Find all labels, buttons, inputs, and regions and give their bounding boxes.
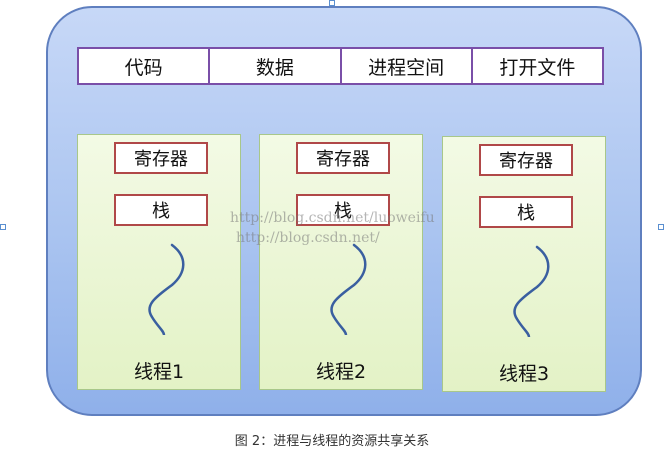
resize-handle-right[interactable] — [658, 224, 664, 230]
thread-2-squiggle-icon — [330, 243, 367, 335]
shared-resource-data: 数据 — [210, 49, 342, 83]
shared-resources-row: 代码 数据 进程空间 打开文件 — [77, 47, 604, 85]
shared-resource-open-files: 打开文件 — [499, 56, 576, 79]
thread-2-register: 寄存器 — [296, 142, 390, 174]
thread-1-label: 线程1 — [133, 361, 185, 383]
thread-3-register: 寄存器 — [479, 144, 573, 176]
figure-caption: 图 2：进程与线程的资源共享关系 — [234, 434, 430, 449]
watermark-text: http://blog.csdn.net/luoweifu — [230, 210, 435, 226]
thread-1-squiggle-icon — [148, 243, 185, 335]
thread-2-stack: 栈 — [296, 194, 390, 226]
thread-2: 寄存器 栈 线程2 — [259, 134, 423, 390]
watermark-text-secondary: http://blog.csdn.net/ — [236, 230, 380, 246]
thread-3: 寄存器 栈 线程3 — [442, 136, 606, 392]
thread-1: 寄存器 栈 线程1 — [77, 134, 241, 390]
thread-2-label: 线程2 — [315, 361, 367, 383]
resize-handle-left[interactable] — [0, 224, 6, 230]
resize-handle-top[interactable] — [329, 0, 335, 6]
shared-resource-code: 代码 — [79, 49, 211, 83]
thread-3-label: 线程3 — [498, 363, 550, 385]
thread-1-stack: 栈 — [114, 194, 208, 226]
thread-1-register: 寄存器 — [114, 142, 208, 174]
thread-3-stack: 栈 — [479, 196, 573, 228]
shared-resource-address-space: 进程空间 — [342, 49, 473, 83]
thread-3-squiggle-icon — [513, 245, 550, 337]
